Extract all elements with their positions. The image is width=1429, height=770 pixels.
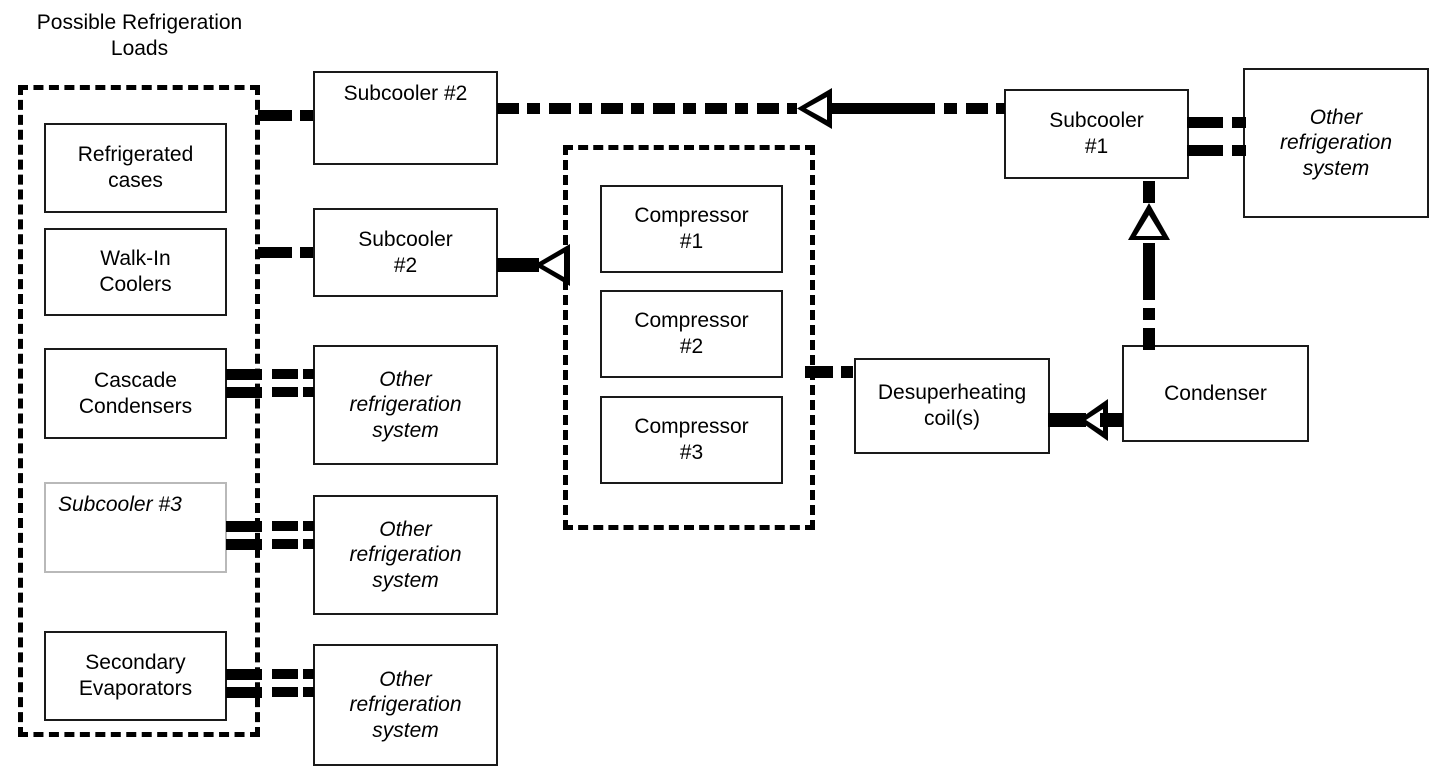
flow-subcooler2-to-compressors [497,244,570,286]
flow-desuperheating-to-condenser [1048,399,1123,441]
node-other-system-2[interactable]: Other refrigeration system [313,495,498,615]
node-compressor-1[interactable]: Compressor #1 [600,185,783,273]
node-compressor-3[interactable]: Compressor #3 [600,396,783,484]
node-cascade-condensers[interactable]: Cascade Condensers [44,348,227,439]
flow-subcooler1-to-subcooler2 [497,88,1005,129]
flow-subcooler1-to-other-right [1187,117,1246,156]
node-desuperheating-coils[interactable]: Desuperheating coil(s) [854,358,1050,454]
node-other-system-1[interactable]: Other refrigeration system [313,345,498,465]
node-subcooler-2-top[interactable]: Subcooler #2 [313,71,498,165]
compressor-group-boundary [563,145,815,530]
node-subcooler-2-second[interactable]: Subcooler #2 [313,208,498,297]
node-refrigerated-cases[interactable]: Refrigerated cases [44,123,227,213]
page-title: Possible Refrigeration Loads [36,11,243,61]
node-subcooler-3[interactable]: Subcooler #3 [44,482,227,573]
flow-loads-to-subcooler2-second [258,247,313,258]
loads-group-boundary [18,85,260,737]
node-walk-in-coolers[interactable]: Walk-In Coolers [44,228,227,316]
node-secondary-evaporators[interactable]: Secondary Evaporators [44,631,227,721]
node-compressor-2[interactable]: Compressor #2 [600,290,783,378]
node-subcooler-1[interactable]: Subcooler #1 [1004,89,1189,179]
node-other-system-right[interactable]: Other refrigeration system [1243,68,1429,218]
node-other-system-3[interactable]: Other refrigeration system [313,644,498,766]
flow-condenser-to-subcooler1 [1128,181,1170,350]
flow-loads-to-subcooler2-top [258,110,313,121]
node-condenser[interactable]: Condenser [1122,345,1309,442]
